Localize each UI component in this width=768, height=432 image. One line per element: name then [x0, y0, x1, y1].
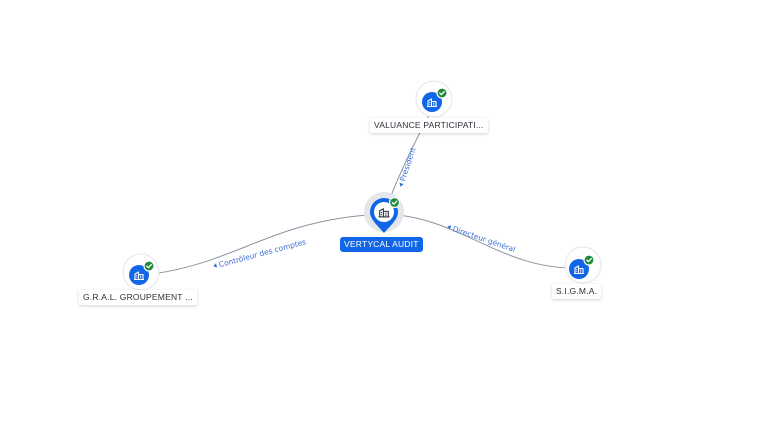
verified-check-icon	[583, 254, 595, 266]
edge-top-label-group: Président	[398, 146, 418, 187]
arrow-icon	[447, 225, 452, 230]
node-top-label[interactable]: VALUANCE PARTICIPATI...	[370, 118, 488, 133]
edge-right-line	[383, 213, 579, 269]
edge-right-label-group: Directeur général	[447, 224, 517, 254]
edge-right-label: Directeur général	[451, 224, 516, 254]
node-right-label[interactable]: S.I.G.M.A.	[552, 284, 602, 299]
node-left[interactable]	[122, 253, 160, 291]
edge-left-label: Contrôleur des comptes	[218, 237, 307, 269]
arrow-icon	[399, 182, 404, 187]
edge-top-label: Président	[398, 146, 417, 182]
verified-check-icon	[388, 196, 401, 209]
verified-check-icon	[143, 260, 155, 272]
node-center-label[interactable]: VERTYCAL AUDIT	[340, 237, 423, 252]
edge-left-line	[151, 213, 385, 275]
node-center[interactable]	[364, 192, 404, 233]
node-top[interactable]	[415, 80, 453, 118]
verified-check-icon	[436, 87, 448, 99]
arrow-icon	[213, 263, 218, 268]
node-left-label[interactable]: G.R.A.L. GROUPEMENT ...	[79, 290, 197, 305]
node-right[interactable]	[564, 246, 602, 284]
